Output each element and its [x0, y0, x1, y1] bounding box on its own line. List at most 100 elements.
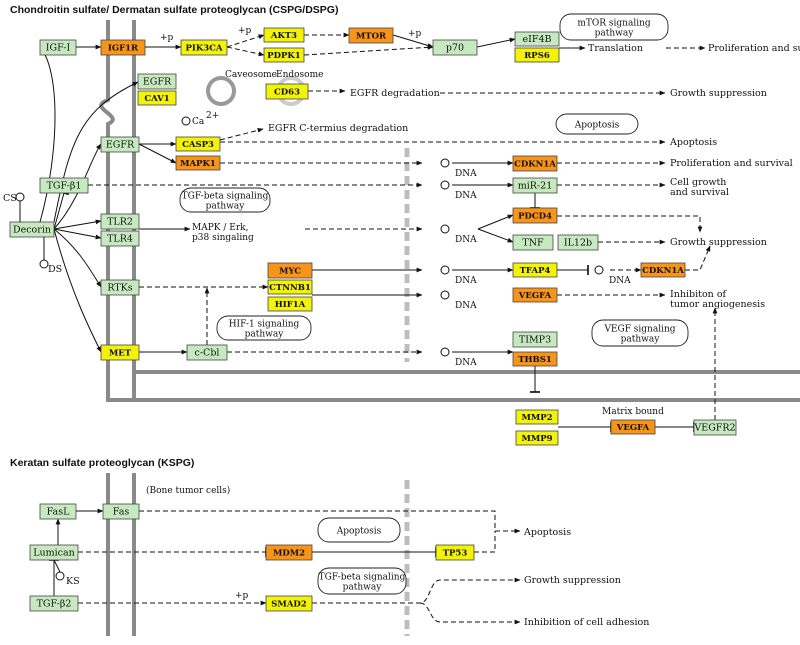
gene-node-pdcd4: PDCD4: [512, 207, 558, 224]
dna-icon: [440, 224, 450, 234]
gene-node-thbs1: THBS1: [512, 351, 558, 367]
gene-node-rtks: RTKs: [100, 279, 140, 296]
dna-label: DNA: [609, 276, 631, 286]
edge: [557, 215, 703, 233]
outcome-egfr_deg: EGFR degradation: [350, 88, 440, 99]
edge: [53, 190, 70, 230]
gene-node-cav1: CAV1: [137, 90, 177, 106]
gene-label: EGFR: [106, 140, 135, 151]
dna-label: DNA: [455, 358, 477, 368]
phospho-label: +p: [408, 29, 422, 39]
gene-node-mdm2: MDM2: [265, 544, 313, 561]
edge: [685, 245, 711, 271]
cspg-section-title: Chondroitin sulfate/ Dermatan sulfate pr…: [10, 4, 338, 16]
pathway-group-label: Apoptosis: [336, 527, 382, 537]
dna-icon: [440, 265, 450, 275]
dna-icon: [440, 158, 450, 168]
outcome-apoptosis1: Apoptosis: [669, 137, 717, 148]
gene-node-tgfb1: TGF-β1: [39, 177, 89, 194]
edge: [419, 602, 521, 625]
ligand-icon: [39, 259, 49, 269]
gene-label: CD63: [274, 88, 300, 98]
edge: [226, 46, 265, 57]
gene-label: MET: [109, 349, 132, 359]
gene-label: miR-21: [518, 181, 553, 192]
ds-label: DS: [48, 264, 62, 275]
gene-label: TNF: [522, 238, 544, 249]
gene-label: Decorin: [13, 225, 51, 236]
outcome-prolif2: Proliferation and survival: [670, 158, 793, 169]
gene-label: RPS6: [524, 51, 550, 61]
edge: [53, 228, 102, 240]
gene-node-igf1r: IGF1R: [100, 39, 146, 56]
gene-node-met: MET: [100, 344, 140, 361]
edge: [474, 531, 496, 553]
phospho-label: +p: [238, 26, 252, 36]
gene-node-ccbl: c-Cbl: [186, 344, 228, 361]
gene-label: c-Cbl: [195, 348, 220, 359]
dna-label: DNA: [455, 301, 477, 311]
edge: [53, 228, 102, 288]
pathway-group-label: Apoptosis: [574, 121, 620, 131]
ks-link: [53, 559, 61, 573]
gene-label: MTOR: [356, 32, 387, 42]
gene-node-cdkn1a2: CDKN1A: [640, 262, 686, 278]
gene-node-tgfb2: TGF-β2: [29, 595, 79, 612]
gene-label: PIK3CA: [185, 44, 222, 54]
gene-label: TLR4: [107, 234, 133, 245]
outcome-growth_sup2: Growth suppression: [670, 237, 767, 248]
gene-label: VEGFA: [518, 291, 552, 301]
gene-node-vegfa1: VEGFA: [512, 287, 558, 303]
dna-label: DNA: [455, 276, 477, 286]
gene-node-cd63: CD63: [265, 83, 309, 100]
gene-node-vegfr2: VEGFR2: [693, 419, 737, 436]
gene-label: eIF4B: [523, 34, 552, 45]
endosome-label: Endosome: [276, 70, 323, 80]
gene-label: TFAP4: [520, 266, 551, 276]
edge: [219, 128, 264, 141]
cs-label: CS: [3, 193, 17, 204]
gene-node-tlr2: TLR2: [100, 213, 140, 230]
kspg-section-title: Keratan sulfate proteoglycan (KSPG): [10, 457, 194, 469]
gene-label: TGF-β1: [47, 181, 82, 192]
gene-label: MAPK1: [180, 159, 216, 169]
outcome-growth_sup3: Growth suppression: [524, 575, 621, 586]
gene-node-egfr2: EGFR: [100, 136, 140, 153]
gene-label: VEGFA: [616, 423, 650, 433]
gene-label: IGF1R: [108, 44, 139, 54]
ligand-icon: [15, 192, 25, 202]
gene-node-fas: Fas: [102, 503, 140, 520]
outcome-adhesion: Inhibition of cell adhesion: [524, 617, 649, 628]
dna-icon: [594, 265, 604, 275]
gene-node-mmp2: MMP2: [515, 409, 559, 425]
pathway-group-apoptosis1: Apoptosis: [555, 113, 639, 135]
gene-node-il12b: IL12b: [557, 234, 599, 251]
edge: [53, 228, 102, 353]
gene-node-igf1: IGF-I: [39, 39, 77, 56]
edge: [392, 34, 434, 48]
dna-label: DNA: [455, 235, 477, 245]
dna-icon: [440, 290, 450, 300]
outcome-prolif1: Proliferation and survival: [708, 43, 800, 54]
gene-label: RTKs: [107, 283, 132, 294]
gene-label: TLR2: [107, 217, 133, 228]
gene-node-pdpk1: PDPK1: [263, 47, 305, 63]
gene-node-mir21: miR-21: [512, 177, 558, 194]
gene-label: CASP3: [182, 140, 214, 150]
gene-label: AKT3: [270, 31, 297, 41]
gene-node-fasl: FasL: [39, 503, 77, 520]
gene-label: VEGFR2: [693, 423, 735, 434]
gene-node-lumican: Lumican: [29, 544, 79, 561]
gene-label: FasL: [47, 507, 70, 518]
gene-label: TP53: [443, 549, 468, 559]
edge: [477, 214, 514, 230]
gene-label: EGFR: [143, 77, 172, 88]
outcome-apoptosis2: Apoptosis: [523, 527, 571, 538]
